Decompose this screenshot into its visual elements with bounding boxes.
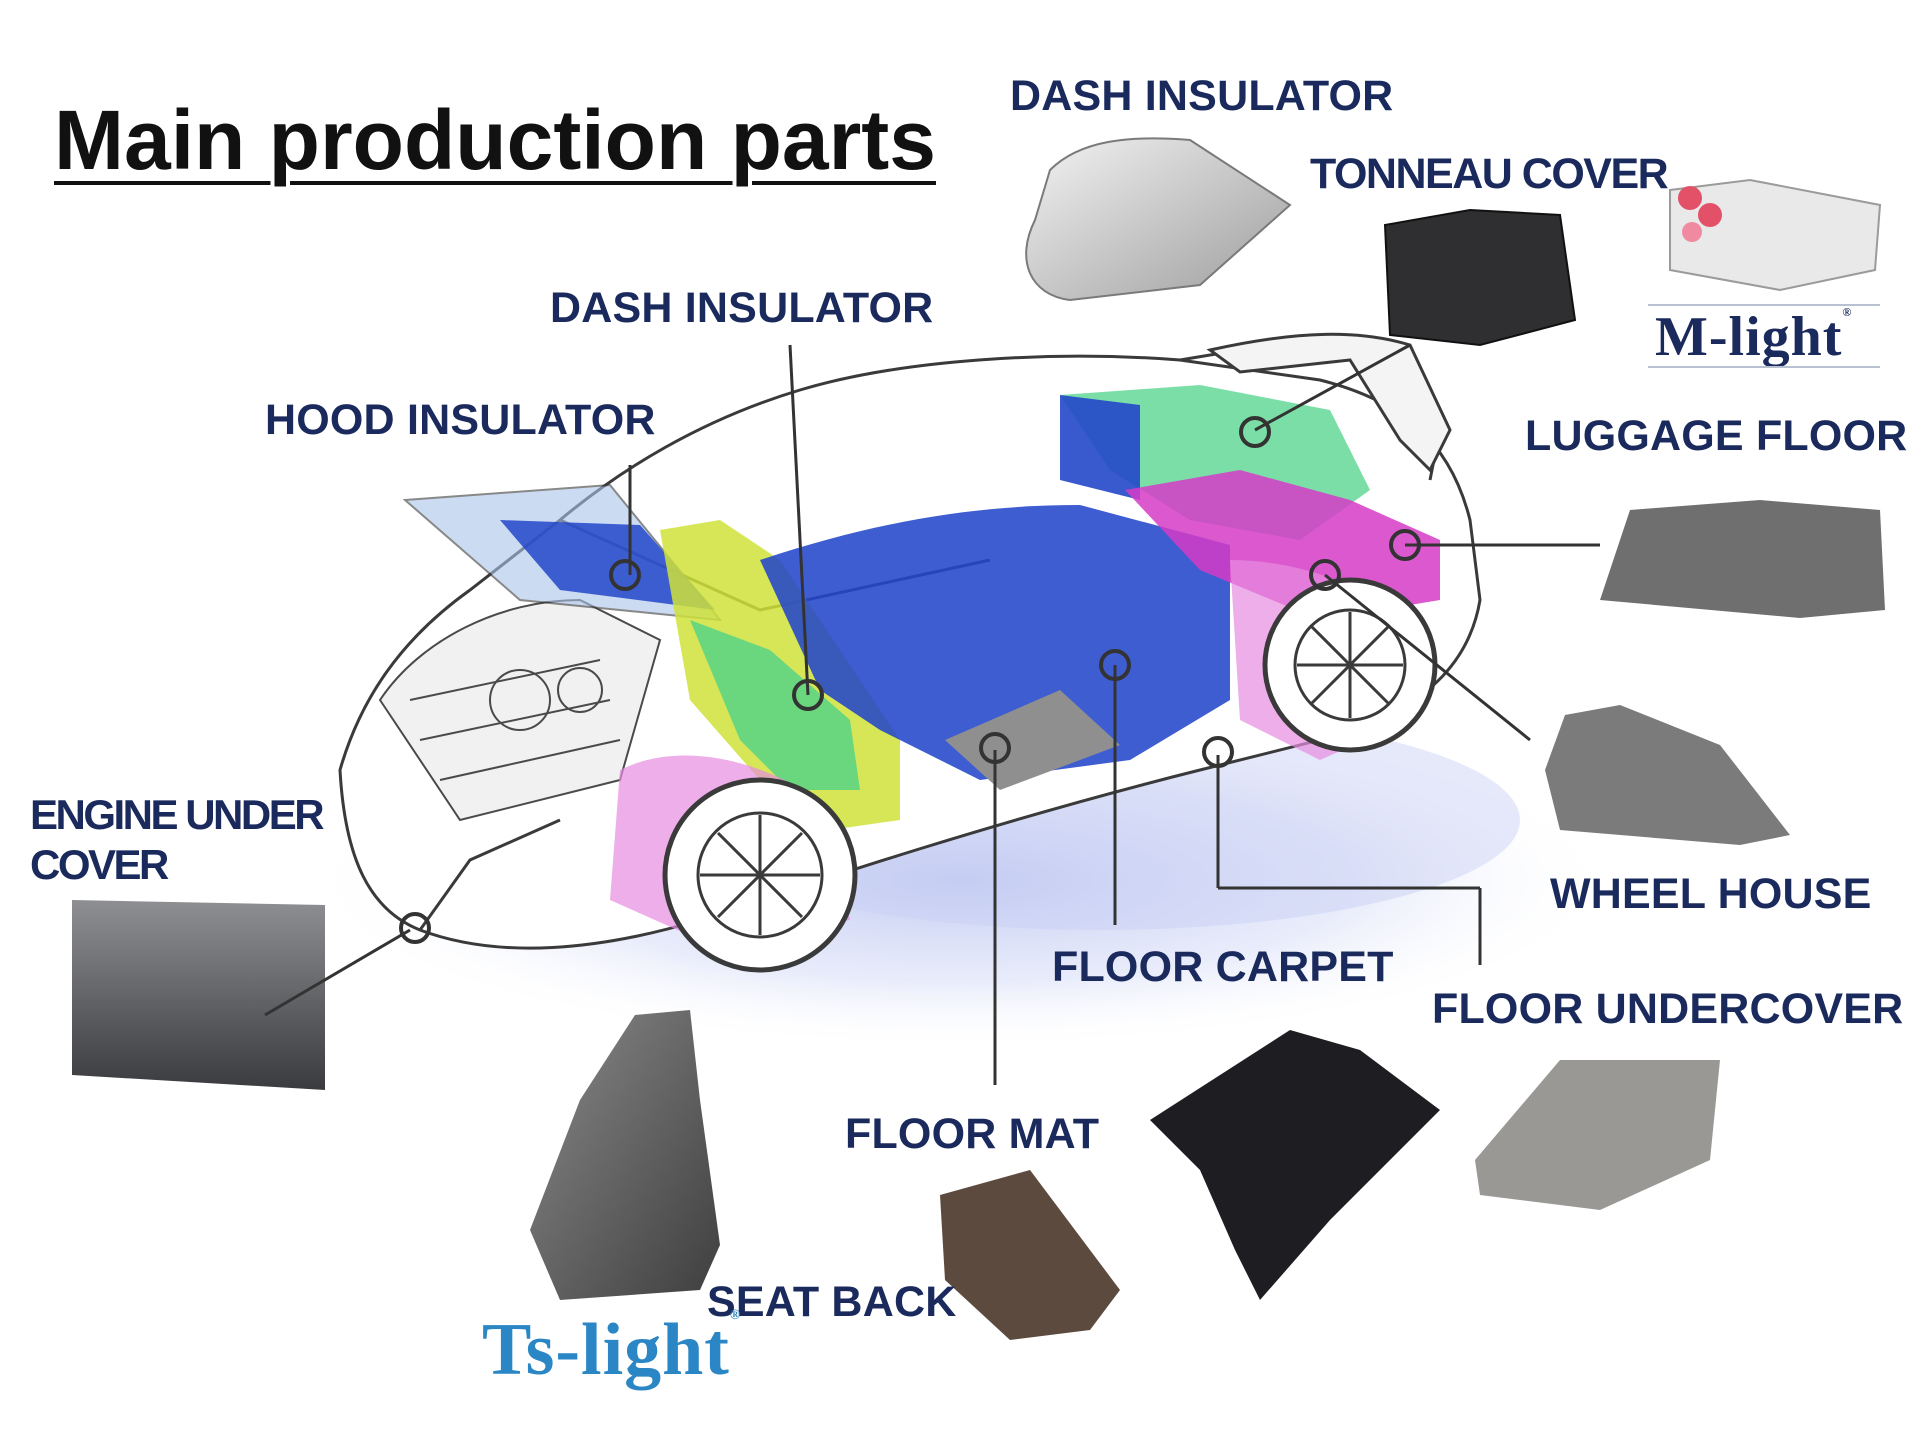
front-wheel bbox=[662, 777, 858, 973]
ts-light-logo: Ts-light® bbox=[482, 1308, 742, 1391]
zone-hood-insulator bbox=[500, 520, 715, 610]
zone-dash-green bbox=[690, 620, 860, 790]
m-light-logo-text: M-light bbox=[1655, 306, 1843, 368]
label-dash-insulator-mid: DASH INSULATOR bbox=[550, 284, 934, 332]
label-hood-insulator: HOOD INSULATOR bbox=[265, 396, 656, 444]
marker-floor-carpet bbox=[1099, 649, 1131, 681]
label-engine-under-cover-line2: COVER bbox=[30, 841, 169, 888]
page-title: Main production parts bbox=[54, 93, 936, 187]
marker-luggage-floor bbox=[1389, 529, 1421, 561]
rear-spoiler bbox=[1206, 332, 1452, 473]
label-engine-under-cover-line1: ENGINE UNDER bbox=[30, 791, 325, 838]
luggage-floor-part-image bbox=[1600, 500, 1885, 618]
m-light-logo-rule-bottom bbox=[1648, 366, 1880, 368]
m-light-logo: M-light® bbox=[1655, 305, 1853, 368]
callout-markers bbox=[399, 416, 1421, 944]
zone-floor-carpet bbox=[760, 505, 1230, 780]
marker-wheel-house bbox=[1309, 559, 1341, 591]
marker-dash-insulator bbox=[792, 679, 824, 711]
m-light-logo-rule-top bbox=[1648, 304, 1880, 306]
dash-insulator-part-image bbox=[1025, 137, 1292, 302]
label-dash-insulator-top: DASH INSULATOR bbox=[1010, 72, 1394, 120]
marker-tonneau-cover bbox=[1239, 416, 1271, 448]
rear-wheel bbox=[1262, 577, 1438, 753]
label-tonneau-cover: TONNEAU COVER bbox=[1310, 150, 1669, 198]
seat-back-part-image bbox=[530, 1010, 720, 1300]
callout-lines bbox=[264, 343, 1600, 1085]
zone-tonneau-blue bbox=[1060, 395, 1140, 500]
label-floor-undercover: FLOOR UNDERCOVER bbox=[1432, 985, 1904, 1033]
label-seat-back: SEAT BACK bbox=[707, 1278, 957, 1326]
label-floor-carpet: FLOOR CARPET bbox=[1052, 943, 1394, 991]
engine-bay bbox=[378, 598, 662, 822]
zone-floor-mat bbox=[945, 690, 1120, 790]
floor-carpet-part-image bbox=[1150, 1030, 1440, 1300]
floor-undercover-part-image bbox=[1475, 1060, 1720, 1210]
tonneau-cover-part-image bbox=[1383, 208, 1577, 347]
label-floor-mat: FLOOR MAT bbox=[845, 1110, 1100, 1158]
label-wheel-house: WHEEL HOUSE bbox=[1550, 870, 1872, 918]
wheel-house-part-image bbox=[1545, 705, 1790, 845]
engine-under-cover-part-image bbox=[72, 900, 325, 1090]
m-light-part-image bbox=[1669, 178, 1882, 292]
marker-engine-under-cover bbox=[399, 912, 431, 944]
label-luggage-floor: LUGGAGE FLOOR bbox=[1525, 412, 1908, 460]
marker-floor-mat bbox=[979, 732, 1011, 764]
floor-mat-part-image bbox=[940, 1170, 1120, 1340]
marker-floor-undercover bbox=[1202, 736, 1234, 768]
ts-light-logo-text: Ts-light bbox=[482, 1309, 730, 1391]
marker-hood-insulator bbox=[609, 559, 641, 591]
